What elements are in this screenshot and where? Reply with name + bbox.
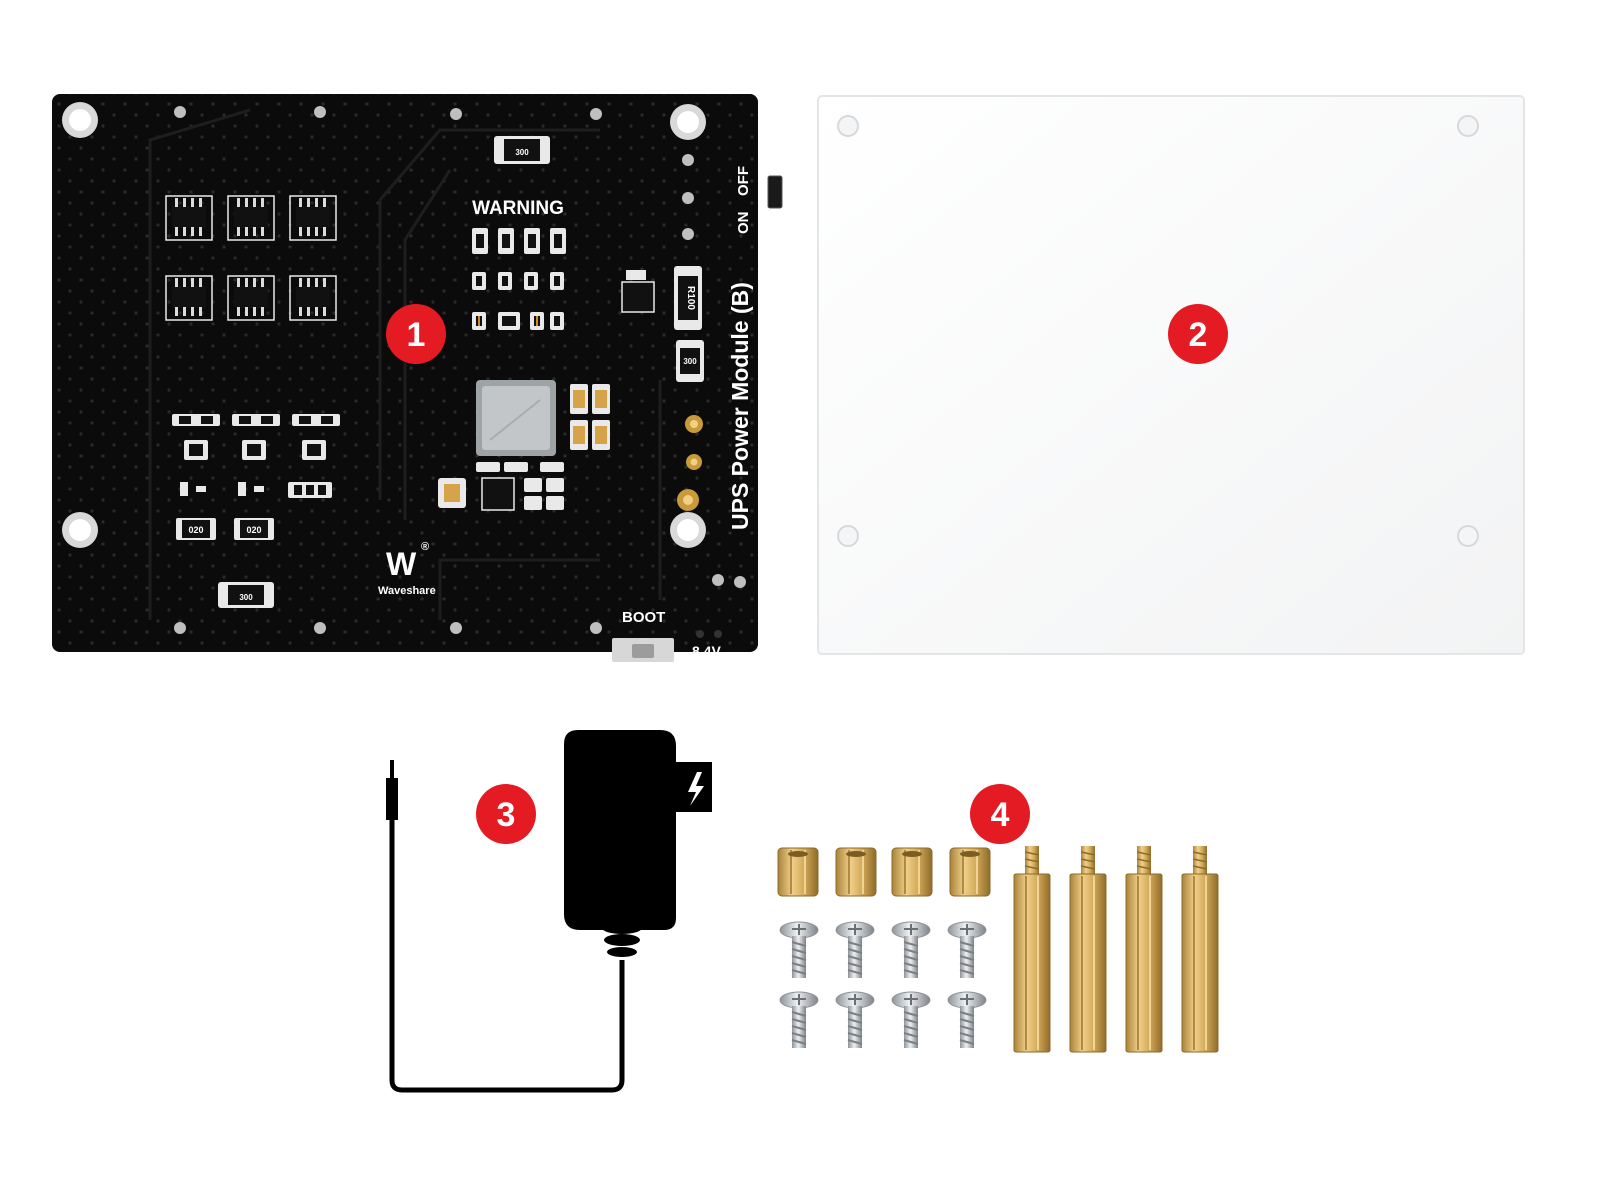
mounting-hole	[62, 102, 98, 138]
svg-text:4: 4	[991, 796, 1010, 834]
boot-button	[612, 638, 674, 662]
mounting-hole	[670, 104, 706, 140]
svg-text:020: 020	[188, 525, 203, 535]
steel-screws-row-2	[779, 991, 987, 1049]
acrylic-plate	[817, 95, 1525, 655]
voltage-label: 8.4V	[692, 643, 721, 659]
resistor: 020	[234, 518, 274, 540]
brass-nuts	[777, 847, 991, 897]
sensor-component: 300	[494, 136, 550, 164]
pogo-pins	[677, 415, 703, 511]
svg-text:2: 2	[1189, 316, 1208, 354]
controller-ic	[621, 270, 655, 313]
power-adapter	[386, 730, 712, 1093]
mounting-hole	[837, 525, 859, 547]
resistor: 020	[176, 518, 216, 540]
svg-text:020: 020	[246, 525, 261, 535]
svg-text:300: 300	[515, 148, 529, 157]
ups-pcb-board: 020 020 300 300 WARNING	[52, 94, 783, 662]
callout-badge-3: 3	[476, 784, 536, 844]
svg-text:3: 3	[497, 796, 516, 834]
sensor-component: 300	[676, 340, 704, 382]
steel-screws-row-1	[779, 921, 987, 979]
callout-badge-2: 2	[1168, 304, 1228, 364]
svg-text:®: ®	[421, 541, 429, 553]
module-name-label: UPS Power Module (B)	[727, 282, 753, 530]
warning-label: WARNING	[472, 198, 564, 219]
svg-text:Waveshare: Waveshare	[378, 585, 436, 597]
mounting-hole	[837, 115, 859, 137]
svg-text:1: 1	[407, 316, 426, 354]
mounting-hole	[62, 512, 98, 548]
waveshare-logo: W ® Waveshare	[378, 541, 436, 597]
boot-label: BOOT	[622, 609, 665, 626]
shunt-resistor: R100	[674, 266, 702, 330]
svg-text:300: 300	[683, 357, 697, 366]
switch-on-label: ON	[735, 212, 752, 235]
svg-text:W: W	[386, 546, 417, 582]
svg-text:R100: R100	[685, 286, 696, 310]
lightning-icon	[688, 772, 704, 806]
svg-text:300: 300	[239, 593, 253, 602]
brass-standoffs	[1013, 845, 1219, 1053]
power-inductor	[476, 380, 556, 456]
callout-badge-4: 4	[970, 784, 1030, 844]
power-switch	[767, 175, 783, 209]
callout-badge-1: 1	[386, 304, 446, 364]
screw-kit	[777, 845, 1219, 1053]
mounting-hole	[670, 512, 706, 548]
mounting-hole	[1457, 525, 1479, 547]
sensor-component: 300	[218, 582, 274, 608]
mounting-hole	[1457, 115, 1479, 137]
switch-off-label: OFF	[735, 166, 752, 196]
smd-pads	[172, 414, 340, 426]
